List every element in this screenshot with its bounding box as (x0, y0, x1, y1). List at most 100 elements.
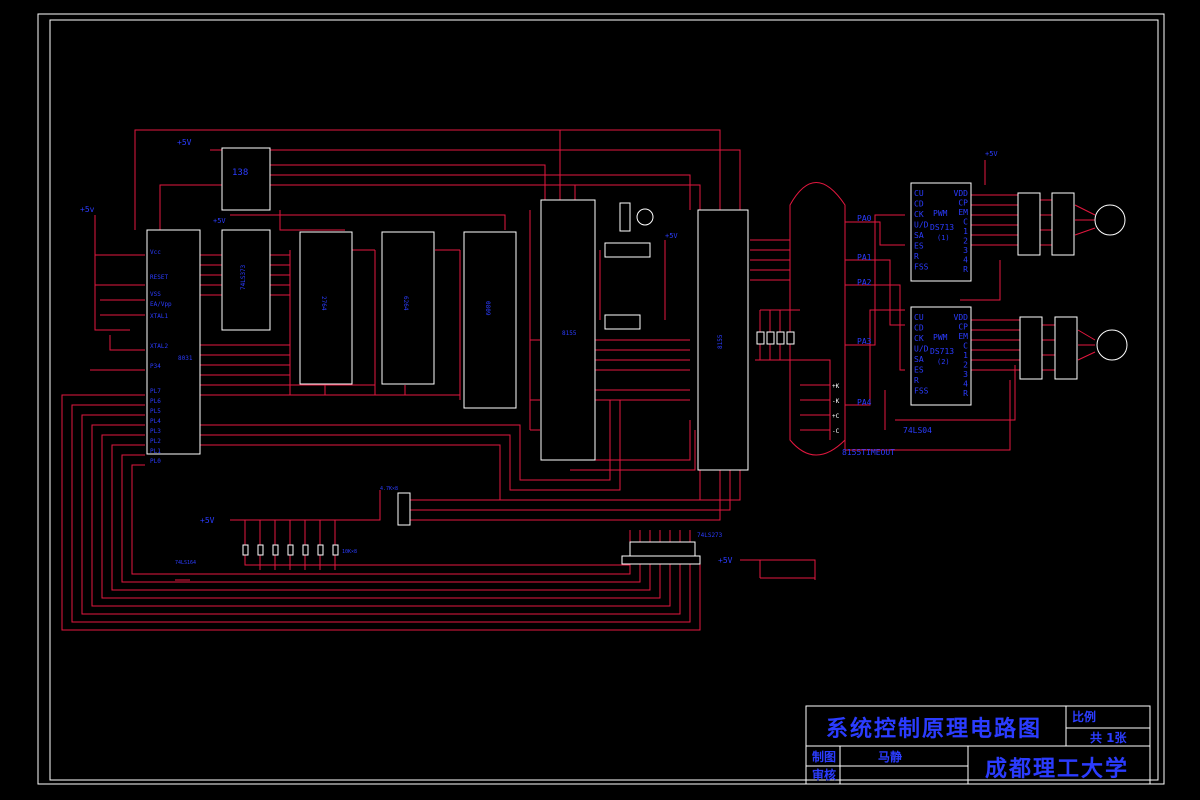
chip-decoder: 138 (221, 147, 271, 211)
scale-label: 比例 (1072, 709, 1096, 724)
vcc-right-top-label: +5V (985, 150, 998, 158)
decoder-label: 138 (232, 168, 248, 178)
driver-2-pwm: PWM (933, 333, 948, 342)
chip-pio-left: 8155 (540, 199, 596, 461)
mcu-pin-label: VSS (150, 291, 161, 298)
drv1-left-pin: CD (914, 200, 924, 209)
drv2-left-pin: CD (914, 324, 924, 333)
power-stage-2 (1019, 316, 1078, 380)
wire-network (61, 129, 1096, 631)
net-pa3: PA3 (857, 337, 872, 346)
res-bottom-label: 10K×8 (342, 549, 357, 555)
drv1-right-pin: 4 (963, 256, 968, 265)
net-pa1: PA1 (857, 253, 872, 262)
timer-out-label: 8155TIMEOUT (842, 448, 895, 457)
drawn-by-name: 马静 (878, 749, 902, 764)
resistor-row-bottom: 10K×8 (242, 544, 357, 556)
minus-c-label: -C (832, 428, 840, 435)
vcc-8155-label: +5V (665, 232, 678, 240)
drv1-left-pin: R (914, 252, 919, 261)
drv1-left-pin: ES (914, 242, 924, 251)
mcu-part-label: 8031 (178, 355, 193, 362)
drv1-left-pin: U/D (914, 221, 929, 230)
vcc-decoder-label: +5V (177, 138, 192, 147)
drv2-right-pin: VDD (954, 313, 969, 322)
eprom-label: 2764 (320, 296, 327, 311)
driver-2-label: DS713 (930, 347, 954, 356)
drv1-right-pin: 2 (963, 237, 968, 246)
drv1-right-pin: VDD (954, 189, 969, 198)
mcu-pin-label: Vcc (150, 249, 161, 256)
drv2-right-pin: 3 (963, 370, 968, 379)
drv2-left-pin: R (914, 376, 919, 385)
chip-pio-right: 8155 (697, 209, 749, 471)
plus-c-label: +C (832, 413, 840, 420)
ram-label: 6264 (402, 296, 409, 311)
checked-by-label: 审核 (812, 767, 836, 782)
minus-k-label: -K (832, 398, 840, 405)
resistor-pack-keypad: 4.7K×8 (380, 486, 411, 526)
drv1-right-pin: 1 (963, 227, 968, 236)
right-resistor-array (756, 331, 795, 345)
mcu-pin-label: PL2 (150, 438, 161, 445)
drv2-left-pin: U/D (914, 345, 929, 354)
mcu-pin-label: EA/Vpp (150, 301, 172, 308)
plus-k-label: +K (832, 383, 840, 390)
drv1-left-pin: SA (914, 231, 924, 240)
pio-left-label: 8155 (562, 330, 577, 337)
net-pa2: PA2 (857, 278, 872, 287)
drawn-by-label: 制图 (812, 749, 836, 764)
pio-right-label: 8155 (717, 334, 724, 349)
latch-label: 74LS373 (240, 264, 247, 290)
drv1-right-pin: 3 (963, 246, 968, 255)
buzzer-icon (619, 202, 654, 232)
chip-ram: 6264 (381, 231, 435, 385)
drv2-right-pin: EM (958, 332, 968, 341)
drv2-right-pin: CP (958, 323, 968, 332)
drv1-left-pin: FSS (914, 263, 929, 272)
inverter-label: 74LS04 (903, 426, 932, 435)
title-block: 系统控制原理电路图 比例 共 1张 制图 马静 审核 成都理工大学 (805, 705, 1151, 785)
sheet-count: 共 1张 (1090, 730, 1128, 745)
mcu-pin-label: XTAL2 (150, 343, 168, 350)
drv1-right-pin: EM (958, 208, 968, 217)
drawing-frame (37, 13, 1165, 785)
mcu-pin-labels: VccRESETVSSEA/VppXTAL1XTAL2P34PL7PL6PL5P… (150, 249, 172, 465)
drv2-right-pin: 2 (963, 361, 968, 370)
mcu-pin-label: PL7 (150, 388, 161, 395)
net-pa4: PA4 (857, 398, 872, 407)
drv2-right-pin: 1 (963, 351, 968, 360)
keypad-res-label: 4.7K×8 (380, 486, 398, 492)
drv2-right-pin: R (963, 389, 968, 398)
buffer-bottom-label: 74LS164 (175, 560, 196, 566)
vcc-bottom-left-label: +5V (200, 516, 215, 525)
chip-adc: 0809 (463, 231, 517, 409)
resistor-pack-top (604, 242, 651, 330)
drv1-right-pin: C (963, 218, 968, 227)
mcu-pin-label: PL6 (150, 398, 161, 405)
net-pa0: PA0 (857, 214, 872, 223)
drv2-left-pin: ES (914, 366, 924, 375)
school-name: 成都理工大学 (985, 756, 1129, 782)
mcu-pin-label: PL0 (150, 458, 161, 465)
drv2-left-pin: CU (914, 313, 924, 322)
mcu-pin-label: PL3 (150, 428, 161, 435)
vcc-mid-label: +5V (213, 217, 226, 225)
drv1-right-pin: CP (958, 199, 968, 208)
mcu-pin-label: RESET (150, 274, 168, 281)
driver-2-index: (2) (937, 358, 950, 366)
chip-eprom: 2764 (299, 231, 353, 385)
drv1-left-pin: CK (914, 210, 924, 219)
mcu-pin-label: P34 (150, 363, 161, 370)
mcu-pin-label: PL1 (150, 448, 161, 455)
driver-1-index: (1) (937, 234, 950, 242)
motor-1-icon (1094, 204, 1126, 236)
mcu-pin-label: PL4 (150, 418, 161, 425)
mcu-pin-label: PL5 (150, 408, 161, 415)
